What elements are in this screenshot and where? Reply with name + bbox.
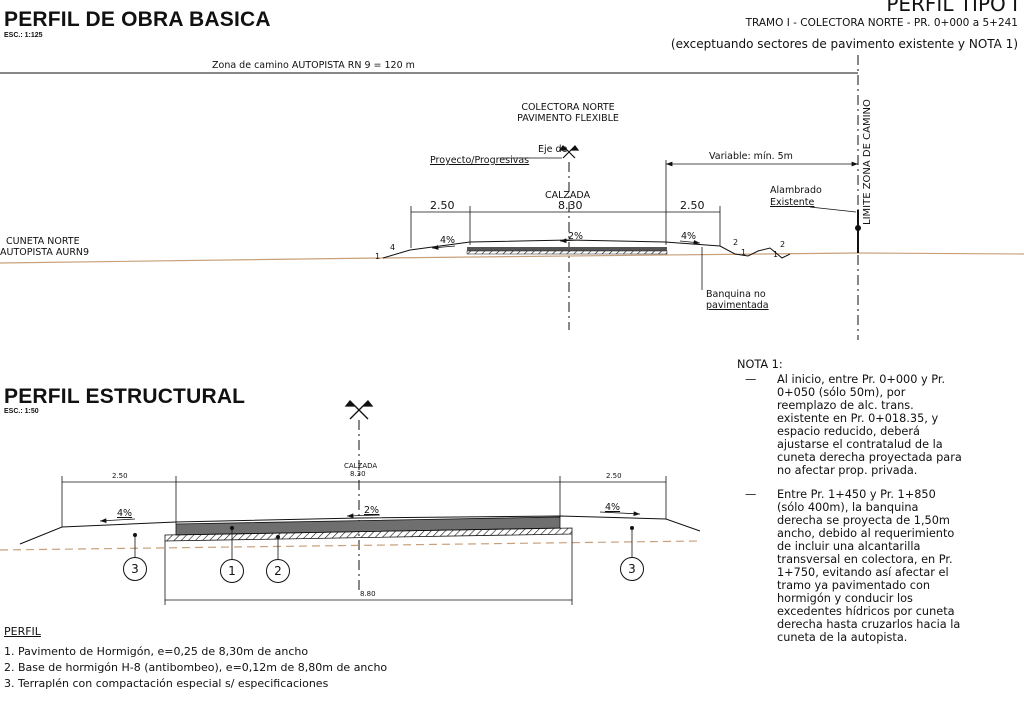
struct-slope-center: 2% xyxy=(364,505,380,516)
struct-base-width: 8.80 xyxy=(360,590,376,598)
banquina-label-1: Banquina no xyxy=(706,289,766,300)
struct-slope-right: 4% xyxy=(605,502,621,513)
legend-item-1: 1. Pavimento de Hormigón, e=0,25 de 8,30… xyxy=(4,645,309,658)
ratio-1c: 1 xyxy=(773,250,779,259)
struct-calzada-width: 8.30 xyxy=(350,470,366,478)
ratio-1b: 1 xyxy=(741,248,747,257)
marker-terraplen-left: 3 xyxy=(123,557,147,581)
dash-icon: — xyxy=(745,373,757,386)
note-item-1-text: Al inicio, entre Pr. 0+000 y Pr. 0+050 (… xyxy=(777,373,962,477)
dash-icon: — xyxy=(745,488,757,501)
marker-pavimento: 1 xyxy=(220,559,244,583)
ratio-2a: 2 xyxy=(733,238,739,247)
struct-eje-marker xyxy=(344,399,374,420)
calzada-label: CALZADA xyxy=(545,190,591,201)
slope-center-top: 2% xyxy=(568,231,584,242)
note-block: NOTA 1: — Al inicio, entre Pr. 0+000 y Pr… xyxy=(737,358,1022,655)
struct-terrain-line xyxy=(0,540,701,551)
terrain-line xyxy=(0,252,1024,264)
struct-slope-left: 4% xyxy=(117,508,133,519)
legend-item-2: 2. Base de hormigón H-8 (antibombeo), e=… xyxy=(4,661,388,674)
top-pavement xyxy=(467,247,667,251)
note-item-2: — Entre Pr. 1+450 y Pr. 1+850 (sólo 400m)… xyxy=(737,488,1022,644)
note-title: NOTA 1: xyxy=(737,358,783,371)
slope-right-top: 4% xyxy=(681,231,697,242)
type-title: PERFIL TIPO I xyxy=(886,0,1018,16)
exception-label: (exceptuando sectores de pavimento exist… xyxy=(670,37,1018,51)
eje-marker xyxy=(558,145,580,159)
note-item-1: — Al inicio, entre Pr. 0+000 y Pr. 0+050 … xyxy=(737,373,1022,477)
road-profile xyxy=(382,239,791,259)
left-shoulder-width: 2.50 xyxy=(430,199,455,212)
title-scale: ESC.: 1:125 xyxy=(4,32,43,39)
slope-left-top: 4% xyxy=(440,235,456,246)
marker-base: 2 xyxy=(266,559,290,583)
variable-label: Variable: mín. 5m xyxy=(709,151,793,162)
calzada-width: 8.30 xyxy=(558,199,583,212)
right-shoulder-width: 2.50 xyxy=(680,199,705,212)
cuneta-label-1: CUNETA NORTE xyxy=(6,236,80,247)
legend-item-3: 3. Terraplén con compactación especial s… xyxy=(4,677,329,690)
banquina-label-2: pavimentada xyxy=(706,300,769,311)
page-title: PERFIL DE OBRA BASICA xyxy=(4,8,271,31)
note-item-2-text: Entre Pr. 1+450 y Pr. 1+850 (sólo 400m),… xyxy=(777,488,961,644)
struct-right-shoulder: 2.50 xyxy=(606,472,622,480)
legend-title: PERFIL xyxy=(4,625,41,638)
marker-terraplen-right: 3 xyxy=(620,557,644,581)
eje-label-1: Eje de xyxy=(538,144,568,155)
struct-calzada-label: CALZADA xyxy=(344,462,378,470)
cuneta-label-2: AUTOPISTA AURN9 xyxy=(0,247,90,258)
ratio-4: 4 xyxy=(390,243,396,252)
ratio-2b: 2 xyxy=(780,240,786,249)
alambrado-label-1: Alambrado xyxy=(770,185,822,196)
alambrado-label-2: Existente xyxy=(770,197,815,208)
limite-zona-label: LIMITE ZONA DE CAMINO xyxy=(862,99,873,225)
colectora-label-2: PAVIMENTO FLEXIBLE xyxy=(517,113,619,124)
tramo-label: TRAMO I - COLECTORA NORTE - PR. 0+000 a … xyxy=(745,17,1018,29)
zona-camino-label: Zona de camino AUTOPISTA RN 9 = 120 m xyxy=(212,60,415,71)
ratio-1: 1 xyxy=(375,252,381,261)
structural-title: PERFIL ESTRUCTURAL xyxy=(4,385,246,408)
structural-scale: ESC.: 1:50 xyxy=(4,408,39,415)
colectora-label-1: COLECTORA NORTE xyxy=(521,102,615,113)
eje-label-2: Proyecto/Progresivas xyxy=(430,155,530,166)
struct-left-shoulder: 2.50 xyxy=(112,472,128,480)
